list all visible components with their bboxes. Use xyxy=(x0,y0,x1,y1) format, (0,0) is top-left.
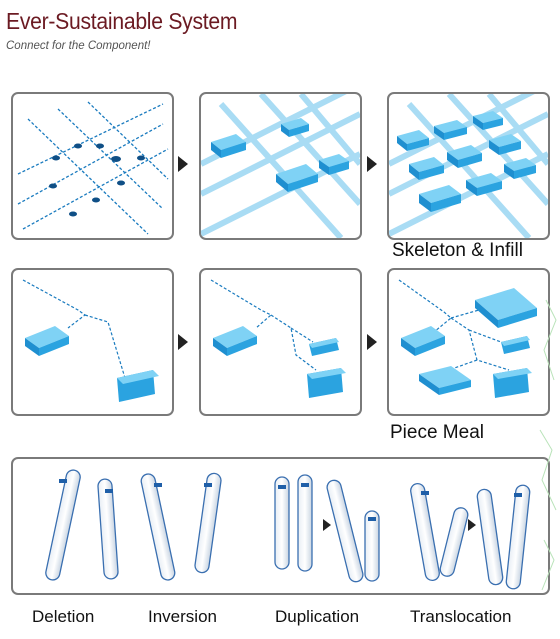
arrow-right-icon xyxy=(367,334,377,350)
panel-piece-meal-1 xyxy=(11,268,174,416)
dotted-grid-diagram xyxy=(17,101,169,235)
piece-meal-stage-3 xyxy=(398,279,537,398)
panel-grid-blocks xyxy=(199,92,362,240)
page-subtitle: Connect for the Component! xyxy=(6,40,151,52)
label-deletion: Deletion xyxy=(32,607,95,626)
arrow-right-icon xyxy=(367,156,377,172)
piece-meal-stage-1 xyxy=(22,279,159,402)
arrow-right-icon xyxy=(178,334,188,350)
caption-piece-meal: Piece Meal xyxy=(390,422,484,443)
panel-chromosome-mutations xyxy=(11,457,550,595)
piece-meal-stage-2 xyxy=(210,279,346,398)
page-title: Ever-Sustainable System xyxy=(6,8,238,34)
arrow-right-icon xyxy=(178,156,188,172)
panel-piece-meal-2 xyxy=(199,268,362,416)
panel-grid-infill xyxy=(387,92,550,240)
block-group xyxy=(211,118,349,192)
caption-skeleton-infill: Skeleton & Infill xyxy=(392,240,523,261)
panel-grid-network xyxy=(11,92,174,240)
label-duplication: Duplication xyxy=(275,607,360,626)
label-inversion: Inversion xyxy=(148,607,217,626)
label-translocation: Translocation xyxy=(410,607,512,626)
grid-with-blocks-diagram xyxy=(201,94,360,238)
grid-infill-diagram xyxy=(389,94,548,238)
panel-piece-meal-3 xyxy=(387,268,550,416)
chromosome-diagram xyxy=(45,469,531,590)
background-map-fragment xyxy=(539,299,557,591)
